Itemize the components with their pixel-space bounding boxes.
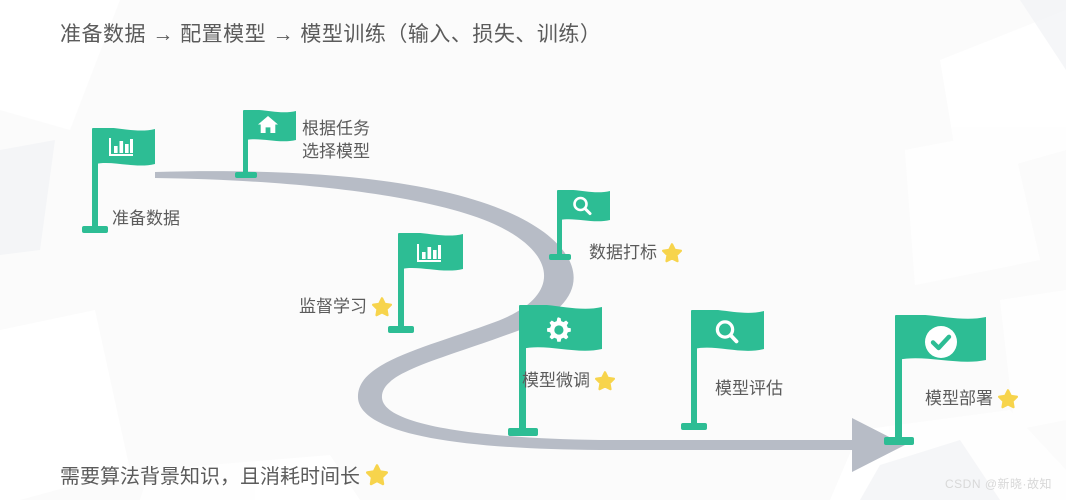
flag-base: [82, 226, 108, 233]
flag-cloth: [522, 305, 602, 367]
caption-model-finetune: 模型微调: [522, 370, 615, 393]
star-icon: [595, 371, 615, 391]
footnote-text: 需要算法背景知识，且消耗时间长: [60, 466, 360, 488]
caption-prepare-data: 准备数据: [112, 208, 180, 231]
flag-base: [884, 437, 914, 445]
caption-text-line1: 根据任务: [302, 119, 370, 138]
caption-model-evaluation: 模型评估: [715, 378, 783, 401]
flag-pole: [691, 310, 697, 425]
flag-pole: [557, 190, 562, 256]
flag-pole: [243, 110, 248, 174]
caption-text: 数据打标: [589, 243, 657, 262]
caption-text-line2: 选择模型: [302, 141, 370, 161]
flag-cloth: [95, 128, 155, 178]
caption-text: 模型评估: [715, 379, 783, 398]
star-icon: [372, 297, 392, 317]
flag-supervised-learning: [388, 233, 470, 333]
flag-base: [681, 423, 707, 430]
flag-base: [235, 172, 257, 178]
flag-cloth: [560, 190, 610, 232]
caption-text: 模型微调: [522, 371, 590, 390]
flag-cloth: [898, 315, 986, 379]
flag-select-model: [235, 110, 303, 180]
flag-base: [549, 254, 571, 260]
flag-model-deployment: [884, 315, 991, 445]
flag-pole: [895, 315, 902, 440]
flag-pole: [92, 128, 98, 228]
flag-cloth: [401, 233, 463, 283]
caption-select-model: 根据任务 选择模型: [302, 118, 370, 164]
caption-text: 监督学习: [299, 297, 367, 316]
watermark: CSDN @新晓·故知: [944, 477, 1052, 491]
flag-cloth: [246, 110, 296, 152]
star-icon: [366, 463, 388, 486]
star-icon: [662, 243, 682, 263]
flag-pole: [398, 233, 404, 328]
caption-text: 准备数据: [112, 209, 180, 228]
caption-supervised-learning: 监督学习: [299, 296, 392, 319]
flag-pole: [519, 305, 526, 431]
flag-cloth: [694, 310, 764, 366]
flag-base: [388, 326, 414, 333]
caption-text: 模型部署: [925, 389, 993, 408]
footnote: 需要算法背景知识，且消耗时间长: [60, 460, 388, 489]
caption-data-labeling: 数据打标: [589, 242, 682, 265]
flag-base: [508, 428, 538, 436]
flag-model-evaluation: [681, 310, 767, 430]
page-title: 准备数据 → 配置模型 → 模型训练（输入、损失、训练）: [60, 23, 602, 46]
caption-model-deployment: 模型部署: [925, 388, 1018, 411]
star-icon: [998, 389, 1018, 409]
